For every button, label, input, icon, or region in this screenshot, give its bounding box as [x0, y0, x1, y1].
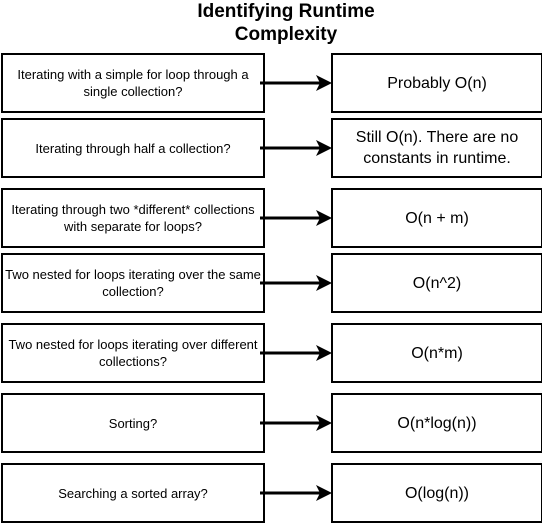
row-3: Iterating through two *different* collec… — [0, 188, 542, 248]
question-box: Two nested for loops iterating over the … — [1, 253, 265, 313]
row-7: Searching a sorted array? O(log(n)) — [0, 463, 542, 523]
answer-box: O(n*log(n)) — [331, 393, 542, 453]
answer-box: O(n^2) — [331, 253, 542, 313]
question-box: Iterating through half a collection? — [1, 118, 265, 178]
answer-box: Probably O(n) — [331, 53, 542, 113]
question-box: Iterating through two *different* collec… — [1, 188, 265, 248]
row-5: Two nested for loops iterating over diff… — [0, 323, 542, 383]
arrow-right-icon — [260, 345, 332, 361]
answer-box: O(n*m) — [331, 323, 542, 383]
question-box: Two nested for loops iterating over diff… — [1, 323, 265, 383]
answer-box: O(log(n)) — [331, 463, 542, 523]
answer-box: O(n + m) — [331, 188, 542, 248]
arrow-right-icon — [260, 275, 332, 291]
arrow-right-icon — [260, 140, 332, 156]
row-4: Two nested for loops iterating over the … — [0, 253, 542, 313]
row-1: Iterating with a simple for loop through… — [0, 53, 542, 113]
question-box: Sorting? — [1, 393, 265, 453]
question-box: Searching a sorted array? — [1, 463, 265, 523]
row-6: Sorting? O(n*log(n)) — [0, 393, 542, 453]
question-box: Iterating with a simple for loop through… — [1, 53, 265, 113]
arrow-right-icon — [260, 415, 332, 431]
arrow-right-icon — [260, 485, 332, 501]
diagram-title: Identifying Runtime Complexity — [197, 1, 375, 45]
arrow-right-icon — [260, 210, 332, 226]
arrow-right-icon — [260, 75, 332, 91]
row-2: Iterating through half a collection? Sti… — [0, 118, 542, 178]
answer-box: Still O(n). There are no constants in ru… — [331, 118, 542, 178]
